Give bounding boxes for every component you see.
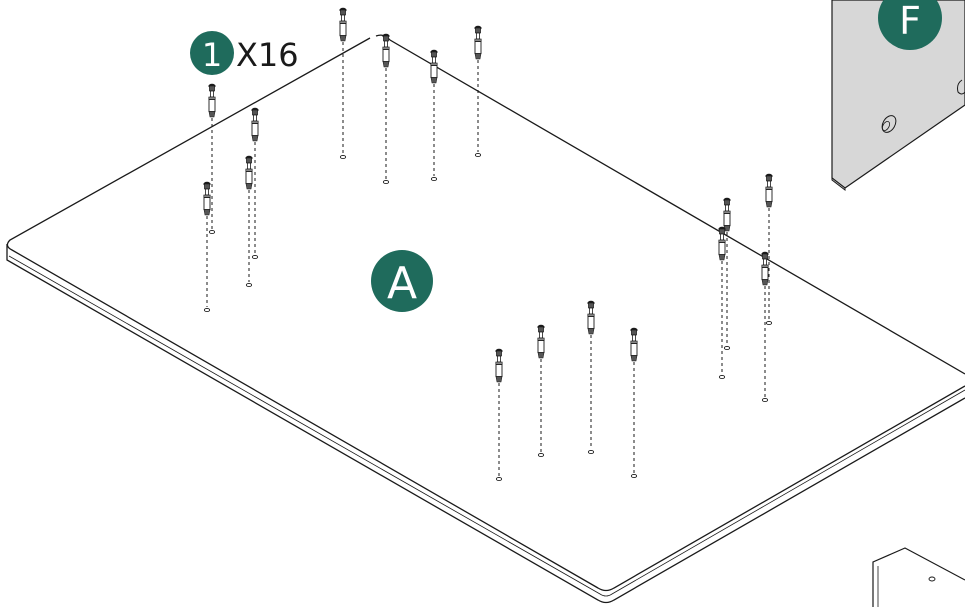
pilot-hole-icon [630,473,638,479]
pilot-hole-icon [251,254,259,260]
cam-dowel-screw-icon [430,49,438,176]
lower-panel [872,547,965,607]
pilot-hole-icon [245,282,253,288]
cam-dowel-screw-icon [765,173,773,320]
pilot-hole-icon [474,152,482,158]
step-number: 1 [202,36,222,74]
cam-dowel-screw-icon [718,226,726,374]
cam-dowel-screw-icon [339,7,347,154]
cam-dowel-screw-icon [474,25,482,152]
step-quantity: X16 [236,36,299,74]
cam-dowel-screw-icon [382,33,390,179]
cam-dowel-screw-icon [587,300,595,449]
pilot-hole-icon [430,176,438,182]
part-label-f: F [899,0,921,43]
step-callout: 1 X16 [190,31,299,75]
part-badge-f: F [878,0,942,50]
part-badge-a: A [371,250,433,312]
pilot-hole-icon [881,115,897,133]
cam-dowel-screw-icon [203,181,211,307]
cam-dowel-screw-icon [495,348,503,476]
tabletop-a: A [6,34,965,604]
pilot-hole-icon [537,452,545,458]
pilot-hole-icon [339,154,347,160]
pilot-hole-icon [495,476,503,482]
pilot-hole-icon [723,345,731,351]
pilot-hole-icon [957,79,965,95]
side-panel-f: F [831,0,965,192]
cam-dowel-screw-icon [630,327,638,473]
step-number-badge: 1 [190,31,234,75]
fasteners-group [203,7,773,482]
cam-dowel-screw-icon [723,197,731,345]
cam-dowel-screw-icon [251,107,259,254]
part-label-a: A [387,258,417,309]
pilot-hole-icon [203,307,211,313]
cam-dowel-screw-icon [761,251,769,397]
pilot-hole-icon [382,179,390,185]
pilot-hole-icon [761,397,769,403]
cam-dowel-screw-icon [537,324,545,452]
pilot-hole-icon [208,229,216,235]
cam-dowel-screw-icon [245,155,253,282]
pilot-hole-icon [765,320,773,326]
pilot-hole-icon [587,449,595,455]
cam-dowel-screw-icon [208,83,216,229]
pilot-hole-icon [718,374,726,380]
